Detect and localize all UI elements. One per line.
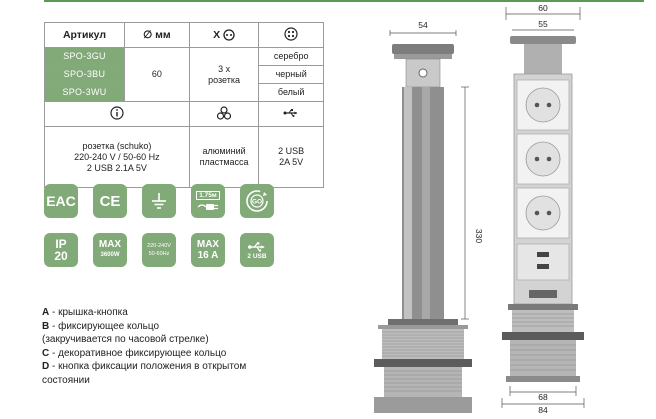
material-desc-line: пластмасса bbox=[199, 157, 249, 167]
socket-desc: розетка (schuko) 220-240 V / 50-60 Hz 2 … bbox=[44, 126, 190, 188]
header-article: Артикул bbox=[44, 22, 125, 48]
voltage-value: 220-240V bbox=[147, 243, 171, 249]
sockets-count: 3 x bbox=[218, 63, 231, 74]
legend-item: C - декоративное фиксирующее кольцо bbox=[42, 347, 322, 361]
socket-desc-line: 2 USB 2.1A 5V bbox=[86, 162, 147, 173]
table-header: Артикул ∅ мм X bbox=[44, 22, 324, 48]
info-icon-cell bbox=[44, 101, 190, 127]
max-current-badge: MAX 16 A bbox=[191, 233, 225, 267]
color-cell: белый bbox=[258, 83, 324, 102]
legend-item: D - кнопка фиксации положения в открытом bbox=[42, 360, 322, 374]
top-outer-dimension: 60 bbox=[538, 3, 548, 13]
ip-badge: IP 20 bbox=[44, 233, 78, 267]
legend-text: (закручивается по часовой стрелке) bbox=[42, 334, 209, 345]
sku-cell: SPO-3BU bbox=[44, 65, 125, 84]
base-outer-dimension: 84 bbox=[538, 405, 548, 415]
diameter-value: 60 bbox=[123, 47, 190, 102]
ground-icon bbox=[152, 193, 166, 209]
material-icon bbox=[216, 105, 232, 120]
max-power-badge: MAX 3600W bbox=[93, 233, 127, 267]
desc-row: розетка (schuko) 220-240 V / 50-60 Hz 2 … bbox=[44, 126, 324, 188]
legend-key: D bbox=[42, 361, 50, 372]
table-row: SPO-3GU 60 3 x розетка серебро bbox=[44, 47, 324, 102]
legend-key: A bbox=[42, 307, 50, 318]
sku-cell: SPO-3WU bbox=[44, 83, 125, 102]
usb-label: 2 USB bbox=[247, 252, 267, 260]
sockets-value: 3 x розетка bbox=[188, 47, 260, 102]
color-cell: черный bbox=[258, 65, 324, 84]
ip-value: 20 bbox=[54, 249, 68, 263]
cable-badge: 1.75м bbox=[191, 184, 225, 218]
legend-text: - кнопка фиксации положения в открытом bbox=[49, 361, 247, 372]
front-view: 60 55 68 bbox=[501, 3, 585, 415]
desc-icon-row bbox=[44, 101, 324, 127]
header-colors bbox=[258, 22, 324, 48]
ground-badge bbox=[142, 184, 176, 218]
usb-badge: 2 USB bbox=[240, 233, 274, 267]
ce-badge: CE bbox=[93, 184, 127, 218]
legend-text: - крышка-кнопка bbox=[49, 307, 128, 318]
info-icon bbox=[110, 105, 124, 120]
usb-icon bbox=[283, 108, 298, 117]
legend-text: - декоративное фиксирующее кольцо bbox=[49, 347, 227, 359]
usb-icon bbox=[248, 241, 265, 252]
ip-label: IP bbox=[55, 237, 67, 251]
top-inner-dimension: 55 bbox=[538, 19, 548, 29]
palette-icon bbox=[284, 26, 298, 41]
socket-desc-line: розетка (schuko) bbox=[82, 140, 152, 151]
max-current-label: MAX bbox=[196, 239, 220, 250]
usb-icon-cell bbox=[258, 101, 324, 127]
max-power-label: MAX bbox=[98, 239, 122, 250]
eac-label: EAC bbox=[46, 193, 76, 209]
cap-dimension: 54 bbox=[418, 20, 428, 30]
sockets-type: розетка bbox=[208, 74, 241, 85]
voltage-badge: 220-240V 50-60Hz bbox=[142, 233, 176, 267]
top-divider bbox=[44, 0, 644, 2]
socket-desc-line: 220-240 V / 50-60 Hz bbox=[74, 151, 160, 162]
sku-cell: SPO-3GU bbox=[44, 47, 125, 66]
ce-label: CE bbox=[99, 192, 121, 210]
legend-item: состоянии bbox=[42, 374, 322, 388]
cable-label: 1.75м bbox=[196, 190, 220, 200]
material-icon-cell bbox=[188, 101, 260, 127]
usb-desc: 2 USB 2A 5V bbox=[258, 126, 324, 188]
side-view: 54 330 bbox=[374, 20, 484, 413]
eac-badge: EAC bbox=[44, 184, 78, 218]
usb-desc-line: 2A 5V bbox=[279, 157, 304, 167]
rotate-icon: GO bbox=[246, 190, 268, 212]
max-current-value: 16 A bbox=[197, 250, 219, 261]
legend-key: C bbox=[42, 347, 50, 359]
material-desc-line: алюминий bbox=[202, 146, 246, 156]
go-label: GO bbox=[252, 199, 262, 206]
legend-text: - фиксирующее кольцо bbox=[49, 320, 160, 332]
legend-item: A - крышка-кнопка bbox=[42, 306, 322, 320]
header-sockets: X bbox=[188, 22, 260, 48]
technical-drawing: 54 330 60 55 bbox=[374, 3, 585, 415]
header-sockets-label: X bbox=[213, 28, 221, 41]
legend-item: B - фиксирующее кольцо bbox=[42, 320, 322, 334]
frequency-value: 50-60Hz bbox=[148, 251, 170, 257]
legend-item: (закручивается по часовой стрелке) bbox=[42, 333, 322, 347]
usb-desc-line: 2 USB bbox=[278, 146, 305, 156]
height-dimension: 330 bbox=[474, 229, 484, 243]
legend-text: состоянии bbox=[42, 374, 90, 386]
plug-icon bbox=[197, 203, 218, 210]
legend-key: B bbox=[42, 320, 50, 332]
parts-legend: A - крышка-кнопка B - фиксирующее кольцо… bbox=[42, 306, 322, 387]
table-row: SPO-3BU черный bbox=[44, 65, 324, 84]
socket-icon bbox=[223, 29, 235, 41]
base-inner-dimension: 68 bbox=[538, 392, 548, 402]
material-desc: алюминий пластмасса bbox=[188, 126, 260, 188]
header-diameter: ∅ мм bbox=[123, 22, 190, 48]
max-power-value: 3600W bbox=[100, 252, 120, 258]
color-cell: серебро bbox=[258, 47, 324, 66]
spec-table: Артикул ∅ мм X SPO-3GU 60 3 x розетка се… bbox=[44, 22, 324, 188]
go-badge: GO bbox=[240, 184, 274, 218]
